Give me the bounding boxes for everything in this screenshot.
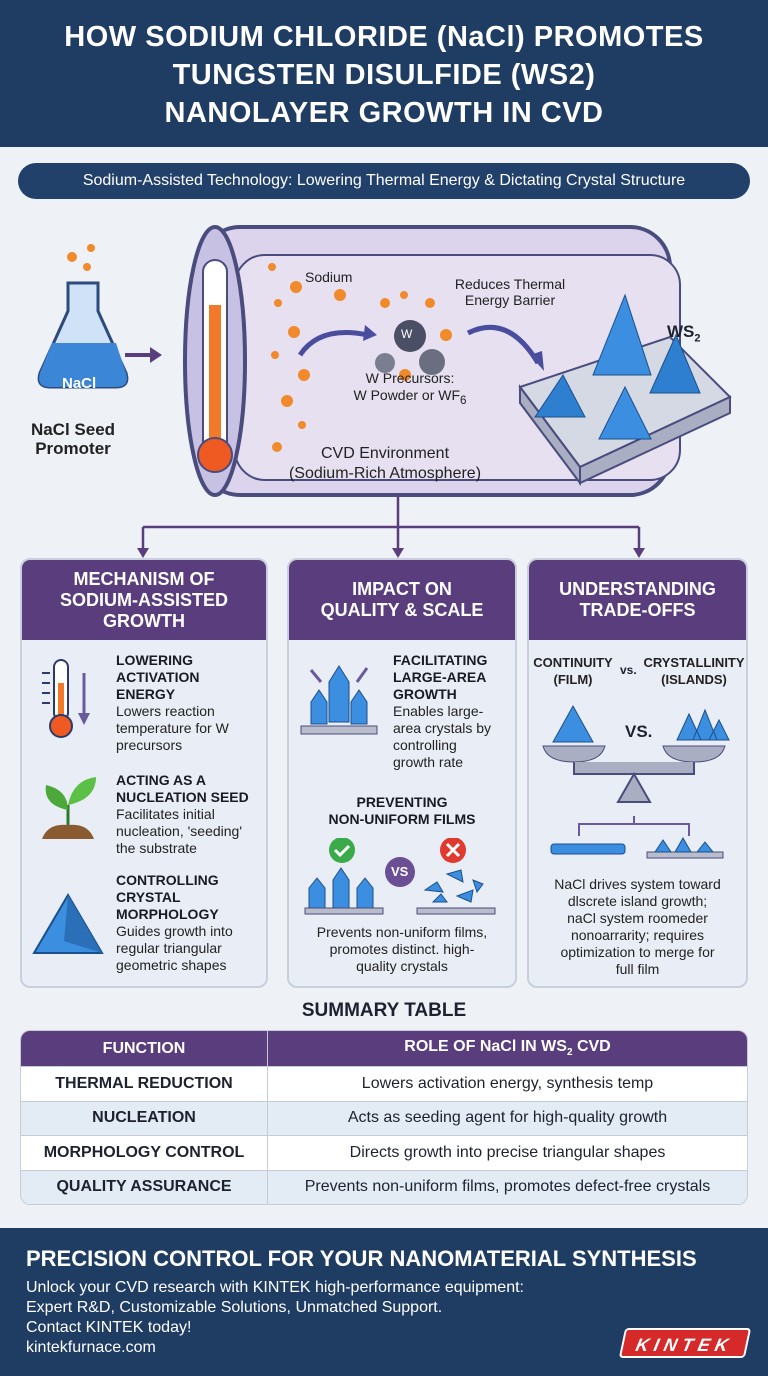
footer-line: Contact KINTEK today!: [26, 1319, 192, 1336]
sprout-icon: [42, 777, 96, 839]
footer-cta: PRECISION CONTROL FOR YOUR NANOMATERIAL …: [0, 1228, 768, 1376]
connector-lines: [141, 497, 641, 552]
footer-line: Unlock your CVD research with KINTEK hig…: [26, 1279, 524, 1296]
title-line: NANOLAYER GROWTH IN CVD: [164, 97, 604, 129]
title-line: HOW SODIUM CHLORIDE (NaCl) PROMOTES: [64, 21, 704, 53]
precursors-label: W Precursors:W Powder or WF6: [353, 370, 467, 407]
footer-line: Expert R&D, Customizable Solutions, Unma…: [26, 1299, 443, 1316]
vs-badge: VS: [391, 864, 409, 879]
ws2-crystals-icon: [518, 293, 732, 486]
nacl-flask-icon: [37, 244, 129, 389]
cross-icon: [440, 838, 466, 863]
sodium-particles: [268, 263, 452, 452]
footer-link[interactable]: kintekfurnace.com: [26, 1339, 156, 1356]
item-non-uniform-text: Prevents non-uniform films,promotes dist…: [316, 924, 488, 974]
kintek-logo: KINTEK: [618, 1328, 752, 1358]
crystallinity-label: CRYSTALLINITY(ISLANDS): [643, 655, 745, 687]
thermometer-icon: [197, 259, 233, 473]
triangle-crystal-icon: [32, 893, 104, 954]
cvd-diagram: [37, 225, 732, 558]
page-title: HOW SODIUM CHLORIDE (NaCl) PROMOTES TUNG…: [0, 0, 768, 147]
comparison-graphic: [304, 838, 496, 915]
vs-small: vs.: [620, 663, 637, 677]
thermometer-down-icon: [42, 659, 90, 738]
subtitle-banner: Sodium-Assisted Technology: Lowering The…: [18, 163, 750, 199]
sodium-label: Sodium: [305, 269, 353, 285]
check-icon: [329, 838, 355, 863]
w-atom-label: W: [401, 327, 413, 341]
vs-large: VS.: [625, 722, 653, 741]
title-line: TUNGSTEN DISULFIDE (WS2): [172, 59, 596, 91]
ws2-label: WS2: [667, 322, 701, 345]
footer-title: PRECISION CONTROL FOR YOUR NANOMATERIAL …: [26, 1246, 697, 1271]
summary-title: SUMMARY TABLE: [301, 1000, 467, 1021]
flask-label: NaCl: [62, 375, 97, 392]
environment-label: CVD Environment(Sodium-Rich Atmosphere): [288, 445, 482, 482]
continuity-label: CONTINUITY(FILM): [533, 655, 613, 687]
crystal-cluster-icon: [300, 665, 378, 735]
w-precursor-icon: [375, 320, 445, 375]
balance-scale-icon: [542, 704, 730, 859]
